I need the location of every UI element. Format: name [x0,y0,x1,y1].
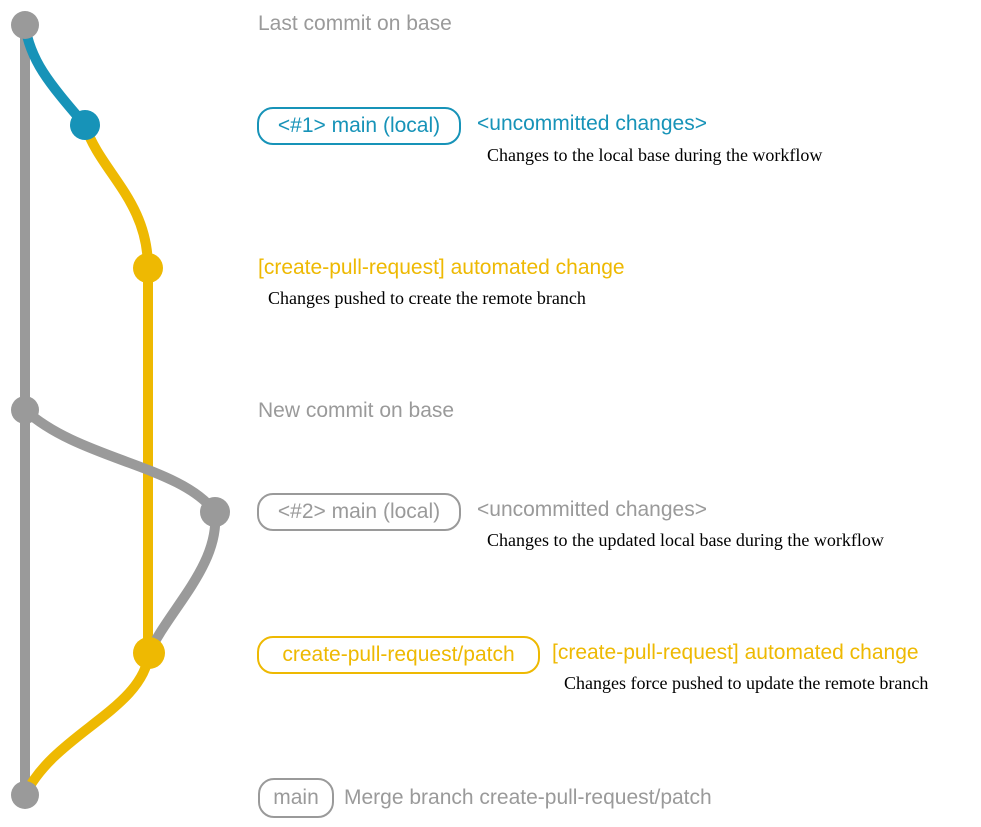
rebase-branch-line-lower [144,511,221,656]
branch-badge-main-local-2: <#2> main (local) [257,493,461,531]
automated-change-label-1: [create-pull-request] automated change [258,256,625,279]
branch-badge-main-local-1-label: <#1> main (local) [277,114,441,137]
branch-badge-patch: create-pull-request/patch [257,636,540,674]
automated-change-label-2: [create-pull-request] automated change [552,641,919,664]
branch-badge-main-local-1: <#1> main (local) [257,107,461,145]
last-commit-label: Last commit on base [258,12,452,35]
local-main-branch-line [20,24,89,129]
commit-dot-automated-change-1 [133,253,163,283]
merge-commit-label: Merge branch create-pull-request/patch [344,786,712,809]
push1-description: Changes pushed to create the remote bran… [268,288,586,308]
uncommitted-changes-label-2: <uncommitted changes> [477,498,707,521]
new-commit-label: New commit on base [258,399,455,422]
commit-dot-automated-change-2 [133,637,165,669]
rebase-branch-line-upper [21,406,220,516]
commit-graph [11,11,230,809]
workflow2-description: Changes to the updated local base during… [487,530,884,550]
patch-branch-line [80,123,153,650]
commit-dot-merge [11,781,39,809]
branch-badge-main-local-2-label: <#2> main (local) [277,500,441,523]
workflow1-description: Changes to the local base during the wor… [487,145,823,165]
commit-dot-last-base [11,11,39,39]
branch-badge-main: main [258,778,334,818]
uncommitted-changes-label-1: <uncommitted changes> [477,112,707,135]
commit-dot-local-main-2 [200,497,230,527]
push2-description: Changes force pushed to update the remot… [564,673,929,693]
branch-badge-main-label: main [273,786,319,809]
commit-dot-local-main-1 [70,110,100,140]
merge-branch-line [20,652,154,798]
branch-badge-patch-label: create-pull-request/patch [282,643,515,666]
commit-dot-new-base [11,396,39,424]
